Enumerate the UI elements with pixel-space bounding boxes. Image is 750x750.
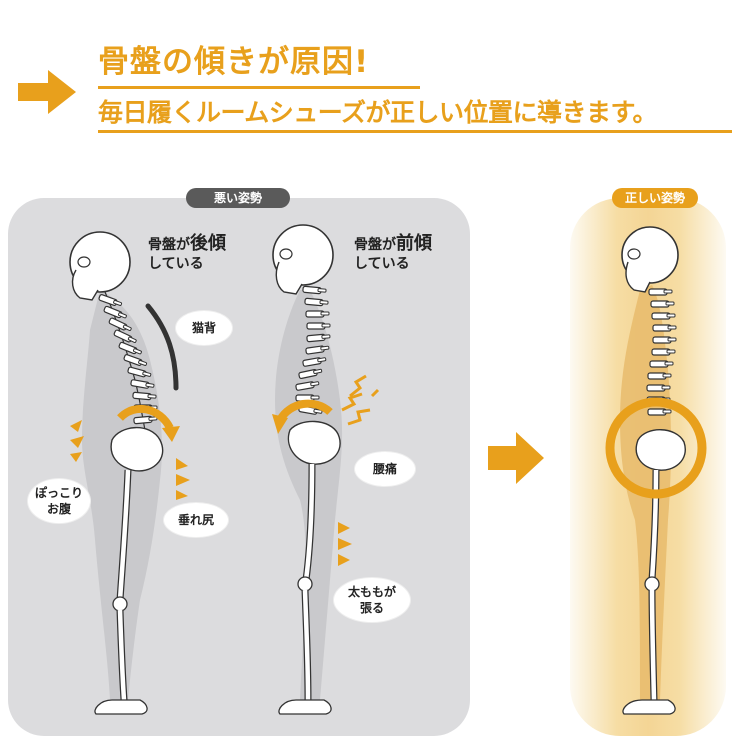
figure-1-note: 骨盤が後傾 している: [148, 234, 226, 274]
callout-belly-line2: お腹: [46, 502, 71, 516]
header-arrow-icon: [18, 70, 76, 114]
pain-spark-icon: [341, 374, 380, 426]
figure-1-note-a: 骨盤が: [148, 237, 190, 253]
callout-belly-text: ぽっこりお腹: [35, 485, 83, 517]
callout-back-pain-text: 腰痛: [372, 462, 397, 476]
posture-ring-icon: [605, 397, 707, 499]
chevron-icon: [70, 420, 190, 500]
callout-thigh: 太ももが張る: [334, 578, 410, 622]
arrow-right-icon: [488, 432, 544, 484]
page-subtitle: 毎日履くルームシューズが正しい位置に導きます。: [98, 98, 658, 127]
callout-saggy-hip-text: 垂れ尻: [177, 513, 214, 527]
chevron-icon: [338, 522, 352, 566]
figure-3-skeleton: [621, 226, 686, 715]
callout-back-pain: 腰痛: [355, 452, 415, 486]
callout-hunchback: 猫背: [176, 311, 232, 345]
hunchback-curve-icon: [145, 303, 179, 391]
callout-thigh-line2: 張る: [359, 601, 384, 615]
rotate-back-arrow-icon: [117, 405, 180, 442]
good-posture-label: 正しい姿勢: [612, 188, 698, 208]
title-underline: [98, 86, 420, 89]
callout-thigh-text: 太ももが張る: [348, 584, 396, 616]
figure-1-skeleton: [69, 231, 164, 715]
figure-1-note-c: している: [148, 256, 204, 272]
figure-2-note-a: 骨盤が: [354, 237, 396, 253]
figure-2-note-c: している: [354, 256, 410, 272]
callout-belly-line1: ぽっこり: [34, 486, 83, 500]
figure-2-note-b: 前傾: [396, 233, 432, 254]
figure-2-skeleton: [272, 224, 341, 715]
rotate-forward-arrow-icon: [272, 399, 333, 434]
bad-posture-label: 悪い姿勢: [186, 188, 290, 208]
figure-2-note: 骨盤が前傾 している: [354, 234, 432, 274]
callout-hunchback-text: 猫背: [191, 321, 216, 335]
callout-saggy-hip: 垂れ尻: [164, 503, 228, 537]
figure-1-note-b: 後傾: [190, 233, 226, 254]
page-title: 骨盤の傾きが原因!: [98, 44, 370, 80]
callout-belly: ぽっこりお腹: [28, 479, 90, 523]
subtitle-underline: [98, 130, 732, 133]
callout-thigh-line1: 太ももが: [347, 585, 396, 599]
